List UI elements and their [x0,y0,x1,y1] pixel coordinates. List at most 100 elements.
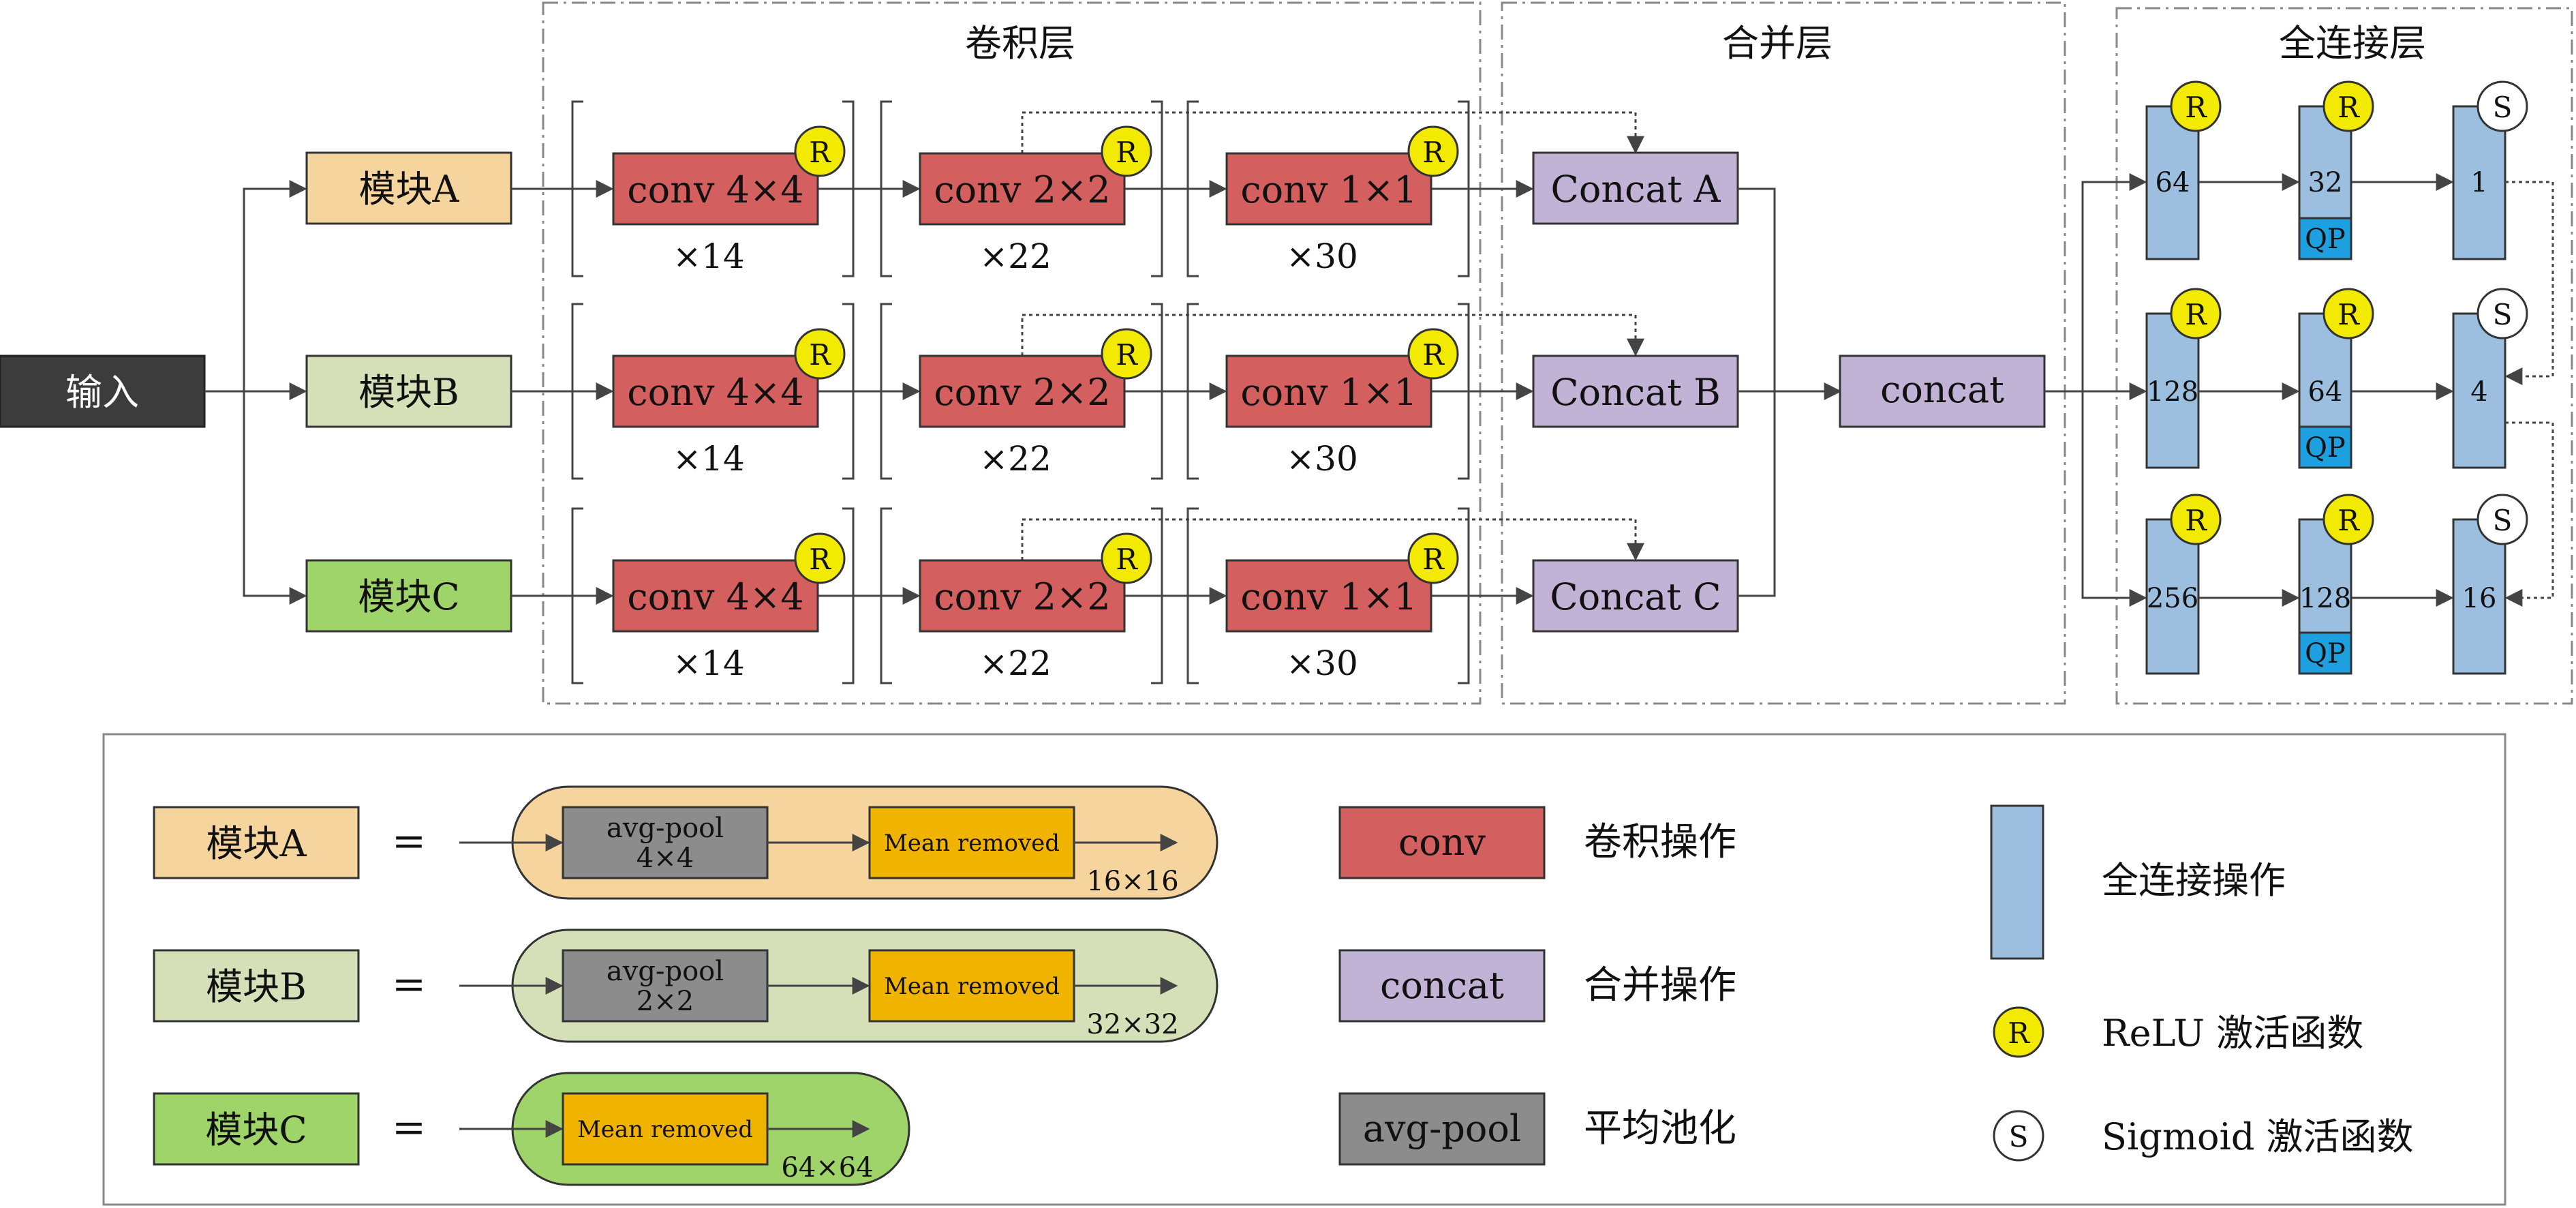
legend-module-box [153,806,360,879]
legend-fc-item: 全连接操作 [1990,804,2286,960]
repeat-bracket-left [571,303,583,480]
repeat-bracket-right [1458,507,1470,684]
fc-unit-count: 16 [2462,583,2497,614]
sigmoid-symbol: S [2493,298,2513,331]
merge-section-frame [1501,1,2066,705]
sigmoid-icon [2477,80,2528,132]
conv-section-title: 卷积层 [965,22,1075,65]
equals-sign: = [392,961,426,1008]
sigmoid-symbol: S [2493,91,2513,124]
fc-unit-count: 4 [2470,376,2487,408]
conv-block-a-2: conv 2×2×22R [880,100,1163,277]
relu-symbol: R [2185,298,2207,331]
repeat-bracket-right [842,507,855,684]
concat-block-a: Concat A [1532,151,1739,225]
module-block-c: 模块C [305,559,512,633]
mean-removed-label: Mean removed [884,973,1060,1000]
legend-module-box [153,1092,360,1166]
legend-op-desc: 合并操作 [1584,963,1736,1008]
output-link-dotted [2504,421,2554,607]
final-concat-block: concat [1839,354,2046,428]
fc-bar [2145,312,2200,469]
relu-symbol: R [2185,504,2207,537]
legend-sigmoid-desc: Sigmoid 激活函数 [2102,1115,2414,1158]
skip-connection [1021,111,1644,154]
avg-pool-label: avg-pool [607,956,724,987]
fc-layer-3-3: 16 S [2452,494,2528,675]
legend-op-sample [1338,806,1546,879]
legend-module-label: 模块C [205,1108,307,1151]
fc-layer-3-1: 256 R [2145,494,2222,675]
relu-icon [2170,494,2222,545]
repeat-bracket-left [880,303,892,480]
conv-label: conv 2×2 [934,371,1110,414]
repeat-bracket-left [571,100,583,277]
fc-unit-count: 128 [2299,583,2351,614]
mean-removed-box [562,1092,769,1166]
sigmoid-symbol: S [2493,504,2513,537]
legend-sigmoid-icon [1993,1110,2044,1162]
conv-block-b-3: conv 1×1×30R [1186,303,1470,480]
conv-label: conv 1×1 [1240,575,1417,618]
relu-symbol: R [809,136,831,169]
fc-section-frame [2115,7,2573,705]
qp-label: QP [2305,638,2346,669]
conv-box [1225,559,1432,633]
concat-block-c: Concat C [1532,559,1739,633]
fc-bar [2452,312,2506,469]
conv-box [612,559,819,633]
skip-connection [1021,314,1644,357]
repeat-bracket-left [1186,303,1199,480]
repeat-count: ×30 [1286,644,1358,683]
sigmoid-icon [2477,494,2528,545]
conv-box [612,152,819,226]
relu-icon [794,125,846,177]
conv-block-b-2: conv 2×2×22R [880,303,1163,480]
fc-bar [2145,105,2200,260]
relu-icon [2322,80,2374,132]
repeat-bracket-left [571,507,583,684]
concat-a-label: Concat A [1551,168,1721,211]
fc-input-lines [2044,173,2147,607]
legend-op-sample [1338,1092,1546,1166]
conv-block-c-3: conv 1×1×30R [1186,507,1470,684]
legend-op-sample-label: conv [1398,821,1486,864]
output-link-dotted [2504,181,2554,385]
fc-layer-2-3: 4S [2452,288,2528,469]
fc-row-3: 256 R QP 128 R 16 S [2145,494,2528,675]
repeat-bracket-right [842,100,855,277]
fc-unit-count: 256 [2147,583,2198,614]
avg-pool-label: avg-pool [607,813,724,844]
section-frames [542,1,2573,705]
repeat-bracket-right [1151,100,1163,277]
relu-icon [794,532,846,584]
fc-section-title: 全连接层 [2279,22,2426,65]
conv-label: conv 4×4 [627,371,803,414]
conv-label: conv 2×2 [934,575,1110,618]
relu-icon [2322,288,2374,339]
repeat-count: ×14 [673,439,745,479]
module-block-b: 模块B [305,354,512,428]
repeat-count: ×30 [1286,439,1358,479]
legend-relu-item: R ReLU 激活函数 [1993,1006,2363,1058]
relu-symbol: R [1422,338,1445,372]
relu-icon [1407,328,1459,380]
qp-label: QP [2305,224,2346,255]
legend-sigmoid-item: S Sigmoid 激活函数 [1993,1110,2414,1162]
relu-symbol: R [1422,136,1445,169]
mean-removed-label: Mean removed [884,830,1060,857]
relu-icon [2322,494,2374,545]
equals-sign: = [392,1104,426,1151]
conv-block-c-2: conv 2×2×22R [880,507,1163,684]
input-branch-lines [204,180,307,605]
conv-label: conv 1×1 [1240,168,1417,211]
